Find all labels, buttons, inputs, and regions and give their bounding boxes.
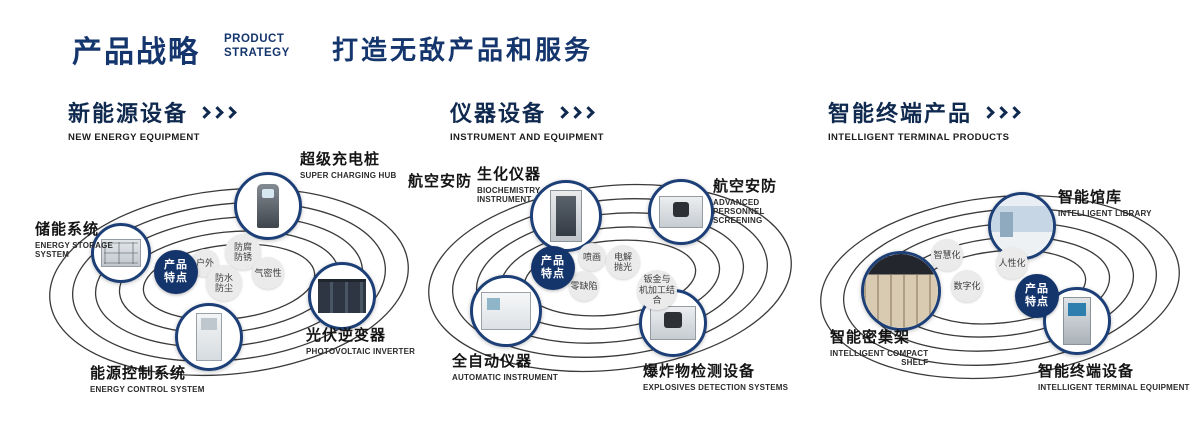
section-subtitle: INSTRUMENT AND EQUIPMENT: [450, 132, 604, 143]
automatic-instrument-photo-icon: [480, 291, 532, 331]
product-node-intelligent-library: [988, 192, 1056, 260]
super-charging-hub-photo-icon: [256, 183, 280, 229]
product-node-intelligent-terminal-equipment: [1043, 287, 1111, 355]
product-label-aviation-security: 航空安防 ADVANCED PERSONNEL SCREENING: [713, 178, 778, 225]
diagram-instruments: 产品 特点 喷画 电解 抛光 零缺陷 钣金与 机加工结合 航空安防 生化仪器 B…: [400, 148, 810, 408]
section-title: 新能源设备: [68, 101, 189, 126]
badge-line1: 产品: [541, 254, 565, 267]
diagram-new-energy: 产品 特点 户外 防腐 防锈 气密性 防水 防尘 超级充电桩 SUPER CHA…: [30, 148, 430, 408]
feature-bubble-digitalization: 数字化: [951, 270, 983, 302]
slogan: 打造无敌产品和服务: [332, 35, 594, 65]
intelligent-library-photo-icon: [991, 195, 1053, 257]
product-node-photovoltaic-inverter: [308, 262, 376, 330]
section-header-instruments: 仪器设备 INSTRUMENT AND EQUIPMENT: [450, 96, 604, 143]
product-label-intelligent-terminal-equipment: 智能终端设备 INTELLIGENT TERMINAL EQUIPMENT: [1038, 363, 1190, 392]
feature-bubble-waterproof: 防水 防尘: [206, 265, 242, 301]
product-label-super-charging-hub: 超级充电桩 SUPER CHARGING HUB: [300, 151, 397, 180]
feature-bubble-intelligentization: 智慧化: [931, 239, 963, 271]
section-subtitle: NEW ENERGY EQUIPMENT: [68, 132, 200, 143]
badge-line2: 特点: [164, 272, 188, 284]
explosives-detection-photo-icon: [650, 306, 696, 340]
badge-line1: 产品: [1025, 282, 1049, 295]
page-title: 产品战略: [72, 36, 200, 69]
aviation-security-photo-icon: [658, 195, 704, 229]
diagram-intelligent-terminal: 产品 特点 智慧化 人性化 数字化 智能馆库 INTELLIGENT LIBRA…: [805, 160, 1200, 415]
product-node-aviation-security: [648, 179, 714, 245]
section-title: 仪器设备: [450, 101, 547, 126]
page-subtitle-line2: STRATEGY: [224, 46, 290, 59]
intelligent-terminal-photo-icon: [1062, 297, 1092, 345]
product-label-energy-storage-system: 储能系统 ENERGY STORAGE SYSTEM: [35, 221, 114, 259]
product-label-explosives-detection: 爆炸物检测设备 EXPLOSIVES DETECTION SYSTEMS: [643, 363, 789, 392]
product-label-intelligent-library: 智能馆库 INTELLIGENT LIBRARY: [1058, 189, 1152, 218]
product-label-automatic-instrument: 全自动仪器 AUTOMATIC INSTRUMENT: [452, 353, 558, 382]
energy-control-photo-icon: [195, 313, 223, 361]
page-subtitle-line1: PRODUCT: [224, 33, 285, 45]
product-node-biochemistry-instrument: [530, 180, 602, 252]
product-features-badge: 产品 特点: [154, 250, 198, 294]
page-subtitle: PRODUCT STRATEGY: [224, 33, 290, 61]
biochemistry-instrument-photo-icon: [550, 189, 582, 243]
feature-bubble-sheetmetal-machining: 钣金与 机加工结合: [637, 270, 677, 310]
badge-line1: 产品: [164, 258, 188, 271]
product-node-energy-storage-system: [91, 223, 151, 283]
feature-bubble-electropolishing: 电解 抛光: [606, 245, 640, 279]
badge-line2: 特点: [1025, 296, 1049, 308]
section-header-intelligent-terminal: 智能终端产品 INTELLIGENT TERMINAL PRODUCTS: [828, 96, 1021, 143]
product-label-energy-control-system: 能源控制系统 ENERGY CONTROL SYSTEM: [90, 365, 205, 394]
feature-bubble-painting: 喷画: [578, 243, 606, 271]
triple-chevron-right-icon: [198, 105, 237, 119]
intelligent-compact-shelf-photo-icon: [864, 254, 938, 328]
product-label-biochemistry-instrument: 生化仪器 BIOCHEMISTRY INSTRUMENT: [477, 166, 542, 204]
energy-storage-photo-icon: [101, 238, 141, 268]
product-node-energy-control-system: [175, 303, 243, 371]
product-node-intelligent-compact-shelf: [861, 251, 941, 331]
product-features-badge: 产品 特点: [531, 246, 575, 290]
product-label-intelligent-compact-shelf: 智能密集架 INTELLIGENT COMPACT SHELF: [830, 329, 929, 367]
feature-bubble-humanization: 人性化: [996, 247, 1028, 279]
badge-line2: 特点: [541, 268, 565, 280]
section-header-new-energy: 新能源设备 NEW ENERGY EQUIPMENT: [68, 96, 237, 143]
feature-bubble-airtightness: 气密性: [252, 257, 284, 289]
triple-chevron-right-icon: [982, 105, 1021, 119]
section-title: 智能终端产品: [828, 101, 973, 126]
product-label-aviation-security-left: 航空安防: [408, 173, 473, 190]
section-subtitle: INTELLIGENT TERMINAL PRODUCTS: [828, 132, 1010, 143]
product-node-super-charging-hub: [234, 172, 302, 240]
product-features-badge: 产品 特点: [1015, 274, 1059, 318]
product-label-photovoltaic-inverter: 光伏逆变器 PHOTOVOLTAIC INVERTER: [306, 327, 416, 356]
photovoltaic-inverter-photo-icon: [317, 278, 367, 314]
product-node-automatic-instrument: [470, 275, 542, 347]
triple-chevron-right-icon: [556, 105, 595, 119]
feature-bubble-zero-defect: 零缺陷: [569, 271, 599, 301]
